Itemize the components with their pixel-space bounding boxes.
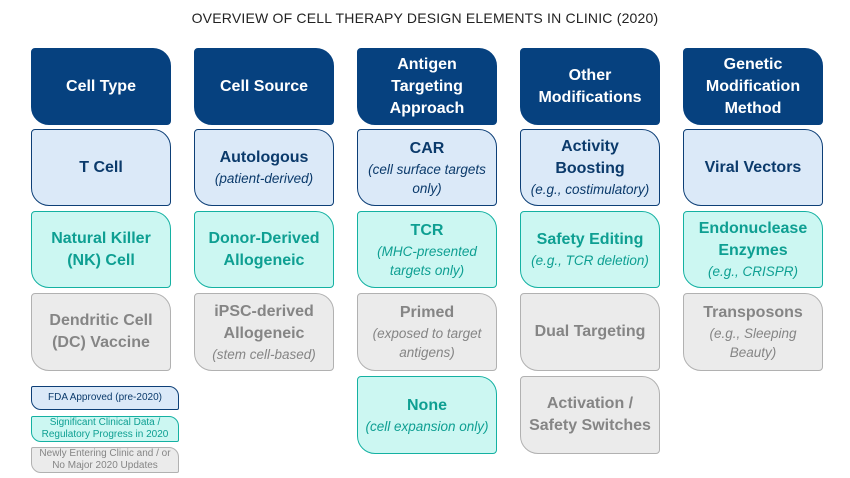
- element-card-dual-targeting: Dual Targeting: [520, 293, 660, 371]
- element-card-activity-boosting: Activity Boosting (e.g., costimulatory): [520, 129, 660, 206]
- element-card-subtitle: (cell surface targets only): [368, 161, 486, 196]
- element-card-title: Transposons: [703, 304, 803, 321]
- element-card-subtitle: (exposed to target antigens): [372, 326, 482, 360]
- column-header-genetic-modification-method: Genetic Modification Method: [683, 48, 823, 125]
- element-card-title: Dendritic Cell (DC) Vaccine: [49, 312, 153, 351]
- element-card-title: Activation / Safety Switches: [529, 395, 651, 434]
- element-card-safety-editing: Safety Editing (e.g., TCR deletion): [520, 211, 660, 288]
- element-card-primed: Primed (exposed to target antigens): [357, 293, 497, 371]
- element-card-title: Safety Editing: [536, 231, 644, 248]
- element-card-viral-vectors: Viral Vectors: [683, 129, 823, 206]
- element-card-t-cell: T Cell: [31, 129, 171, 206]
- element-card-subtitle: (patient-derived): [214, 171, 314, 186]
- column-header-antigen-targeting-approach: Antigen Targeting Approach: [357, 48, 497, 125]
- element-card-subtitle: (e.g., TCR deletion): [531, 253, 649, 268]
- element-card-transposons: Transposons (e.g., Sleeping Beauty): [683, 293, 823, 371]
- legend-item-new: Newly Entering Clinic and / or No Major …: [31, 447, 179, 473]
- element-card-subtitle: (e.g., CRISPR): [707, 264, 799, 279]
- element-card-subtitle: (e.g., Sleeping Beauty): [709, 326, 797, 360]
- diagram-title: OVERVIEW OF CELL THERAPY DESIGN ELEMENTS…: [191, 10, 659, 26]
- element-card-autologous: Autologous (patient-derived): [194, 129, 334, 206]
- element-card-title: iPSC-derived Allogeneic: [214, 302, 314, 342]
- element-card-title: Endonuclease Enzymes: [698, 220, 808, 259]
- element-card-title: Activity Boosting: [555, 138, 625, 177]
- element-card-title: Natural Killer (NK) Cell: [51, 229, 151, 269]
- element-card-dendritic-cell-dc-vaccine: Dendritic Cell (DC) Vaccine: [31, 293, 171, 371]
- element-card-title: Donor-Derived Allogeneic: [208, 229, 320, 269]
- element-card-title: Viral Vectors: [704, 158, 802, 176]
- element-card-car: CAR (cell surface targets only): [357, 129, 497, 206]
- element-card-title: T Cell: [79, 158, 123, 176]
- column-header-other-modifications: Other Modifications: [520, 48, 660, 125]
- element-card-ipsc-derived-allogeneic: iPSC-derived Allogeneic (stem cell-based): [194, 293, 334, 371]
- column-header-cell-source: Cell Source: [194, 48, 334, 125]
- element-card-donor-derived-allogeneic: Donor-Derived Allogeneic: [194, 211, 334, 288]
- element-card-title: None: [407, 396, 447, 414]
- legend-item-significant: Significant Clinical Data / Regulatory P…: [31, 416, 179, 442]
- element-card-title: Primed: [399, 304, 455, 321]
- element-card-title: Dual Targeting: [534, 323, 646, 340]
- element-card-title: Autologous: [219, 149, 309, 166]
- element-card-none: None (cell expansion only): [357, 376, 497, 454]
- element-card-title: CAR: [409, 139, 445, 157]
- element-card-subtitle: (e.g., costimulatory): [530, 182, 650, 197]
- element-card-tcr: TCR (MHC-presented targets only): [357, 211, 497, 288]
- legend-item-fda: FDA Approved (pre-2020): [31, 386, 179, 410]
- element-card-subtitle: (cell expansion only): [365, 418, 489, 434]
- element-card-title: TCR: [410, 221, 444, 239]
- column-header-cell-type: Cell Type: [31, 48, 171, 125]
- element-card-endonuclease-enzymes: Endonuclease Enzymes (e.g., CRISPR): [683, 211, 823, 288]
- element-card-subtitle: (MHC-presented targets only): [377, 243, 477, 278]
- element-card-natural-killer-nk-cell: Natural Killer (NK) Cell: [31, 211, 171, 288]
- element-card-activation-safety-switches: Activation / Safety Switches: [520, 376, 660, 454]
- element-card-subtitle: (stem cell-based): [212, 346, 316, 362]
